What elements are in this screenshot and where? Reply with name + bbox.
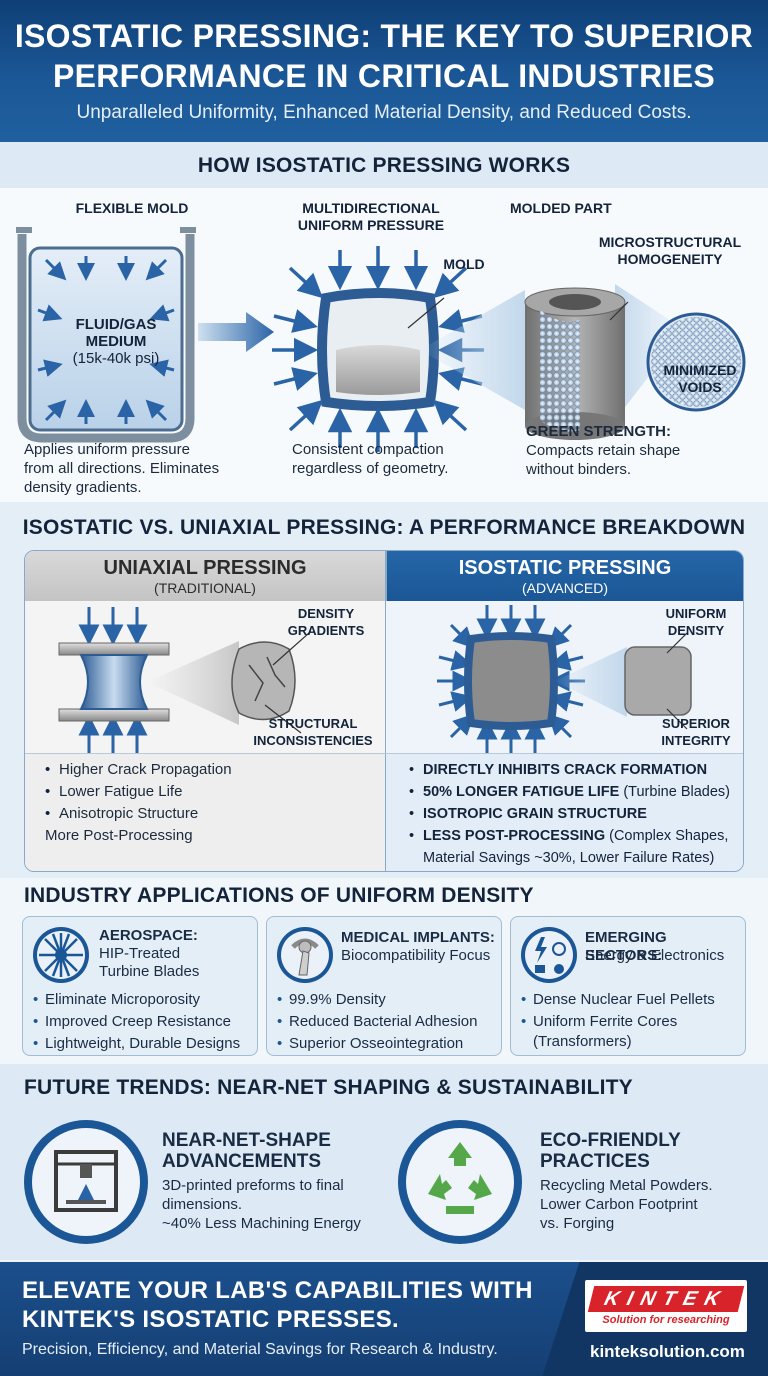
hip-implant-icon xyxy=(277,927,333,983)
medical-list: 99.9% Density Reduced Bacterial Adhesion… xyxy=(277,989,477,1055)
medium-label: FLUID/GAS MEDIUM (15k-40k psi) xyxy=(72,316,160,367)
step2-description: Consistent compaction regardless of geom… xyxy=(292,441,449,477)
list-item: Higher Crack Propagation xyxy=(45,759,232,781)
isostatic-bullet-list: DIRECTLY INHIBITS CRACK FORMATION 50% LO… xyxy=(409,759,730,869)
medical-card: MEDICAL IMPLANTS: Biocompatibility Focus… xyxy=(266,916,502,1056)
how-it-works-section: HOW ISOSTATIC PRESSING WORKS FLEXIBLE MO… xyxy=(0,142,768,502)
eco-title: ECO-FRIENDLY PRACTICES xyxy=(540,1130,681,1172)
list-item: 50% LONGER FATIGUE LIFE (Turbine Blades) xyxy=(409,781,730,803)
how-section-title: HOW ISOSTATIC PRESSING WORKS xyxy=(197,154,571,177)
superior-integrity-label: SUPERIOR INTEGRITY xyxy=(661,716,731,748)
list-item: Lightweight, Durable Designs xyxy=(33,1033,240,1055)
eco-description: Recycling Metal Powders. Lower Carbon Fo… xyxy=(540,1177,713,1232)
near-net-title: NEAR-NET-SHAPE ADVANCEMENTS xyxy=(162,1130,331,1172)
list-item: Reduced Bacterial Adhesion xyxy=(277,1011,477,1033)
emerging-card: EMERGING SECTORS: Energy & Electronics D… xyxy=(510,916,746,1056)
structural-label: STRUCTURAL INCONSISTENCIES xyxy=(253,716,373,748)
energy-electronics-icon xyxy=(521,927,577,983)
list-item: Superior Osseointegration xyxy=(277,1033,477,1055)
pressure-label: MULTIDIRECTIONAL UNIFORM PRESSURE xyxy=(297,200,445,233)
mold-label: MOLD xyxy=(443,256,485,272)
comparison-section: ISOSTATIC VS. UNIAXIAL PRESSING: A PERFO… xyxy=(0,502,768,878)
voids-label: MINIMIZED VOIDS xyxy=(663,362,737,395)
comparison-title: ISOSTATIC VS. UNIAXIAL PRESSING: A PERFO… xyxy=(22,516,746,539)
list-item: Anisotropic Structure xyxy=(45,803,232,825)
list-item: 99.9% Density xyxy=(277,989,477,1011)
3d-printer-icon xyxy=(24,1120,148,1244)
cta-note: Precision, Efficiency, and Material Savi… xyxy=(22,1341,498,1358)
near-net-description: 3D-printed preforms to final dimensions.… xyxy=(162,1177,361,1232)
uniaxial-bullet-list: Higher Crack Propagation Lower Fatigue L… xyxy=(45,759,232,847)
molded-part-label: MOLDED PART xyxy=(510,200,612,216)
uniaxial-illustration xyxy=(58,607,310,753)
uniform-density-label: UNIFORM DENSITY xyxy=(665,606,727,638)
list-item: LESS POST-PROCESSING (Complex Shapes, xyxy=(409,825,730,847)
future-trends-section: FUTURE TRENDS: NEAR-NET SHAPING & SUSTAI… xyxy=(0,1064,768,1260)
page-title: ISOSTATIC PRESSING: THE KEY TO SUPERIOR … xyxy=(14,18,754,94)
website-link[interactable]: kinteksolution.com xyxy=(590,1342,745,1361)
isostatic-header: ISOSTATIC PRESSING (ADVANCED) xyxy=(385,551,743,601)
uniaxial-header: UNIAXIAL PRESSING (TRADITIONAL) xyxy=(25,551,385,601)
emerging-list: Dense Nuclear Fuel Pellets Uniform Ferri… xyxy=(521,989,715,1033)
future-title: FUTURE TRENDS: NEAR-NET SHAPING & SUSTAI… xyxy=(24,1076,633,1099)
cta-heading: ELEVATE YOUR LAB'S CAPABILITIES WITH KIN… xyxy=(22,1277,533,1333)
industry-section: INDUSTRY APPLICATIONS OF UNIFORM DENSITY… xyxy=(0,878,768,1064)
kintek-logo: KINTEK Solution for researching xyxy=(585,1280,747,1332)
list-item: Uniform Ferrite Cores xyxy=(521,1011,715,1033)
list-item: ISOTROPIC GRAIN STRUCTURE xyxy=(409,803,730,825)
process-arrow-icon xyxy=(198,312,274,352)
molded-part-illustration xyxy=(420,284,746,440)
uniform-pressure-illustration xyxy=(272,246,484,452)
flexible-mold-label: FLEXIBLE MOLD xyxy=(75,200,189,216)
list-item: Dense Nuclear Fuel Pellets xyxy=(521,989,715,1011)
list-item-continuation: Material Savings ~30%, Lower Failure Rat… xyxy=(423,850,715,866)
page-subtitle: Unparalleled Uniformity, Enhanced Materi… xyxy=(76,102,692,123)
density-gradients-label: DENSITY GRADIENTS xyxy=(287,606,365,638)
list-item: More Post-Processing xyxy=(45,827,193,844)
step1-description: Applies uniform pressure from all direct… xyxy=(24,441,220,496)
list-item: Eliminate Microporosity xyxy=(33,989,240,1011)
industry-title: INDUSTRY APPLICATIONS OF UNIFORM DENSITY xyxy=(24,884,534,907)
list-item: DIRECTLY INHIBITS CRACK FORMATION xyxy=(409,759,730,781)
recycle-icon xyxy=(398,1120,522,1244)
turbine-icon xyxy=(33,927,89,983)
list-item: Lower Fatigue Life xyxy=(45,781,232,803)
list-item: Improved Creep Resistance xyxy=(33,1011,240,1033)
header-banner: ISOSTATIC PRESSING: THE KEY TO SUPERIOR … xyxy=(0,0,768,142)
isostatic-illustration xyxy=(437,605,692,753)
comparison-table: UNIAXIAL PRESSING (TRADITIONAL) ISOSTATI… xyxy=(24,550,744,872)
green-strength-description: GREEN STRENGTH: Compacts retain shape wi… xyxy=(526,423,681,478)
flexible-mold-illustration xyxy=(16,227,196,443)
microstructural-label: MICROSTRUCTURAL HOMOGENEITY xyxy=(598,234,742,267)
footer-cta: ELEVATE YOUR LAB'S CAPABILITIES WITH KIN… xyxy=(0,1262,768,1376)
aerospace-list: Eliminate Microporosity Improved Creep R… xyxy=(33,989,240,1055)
